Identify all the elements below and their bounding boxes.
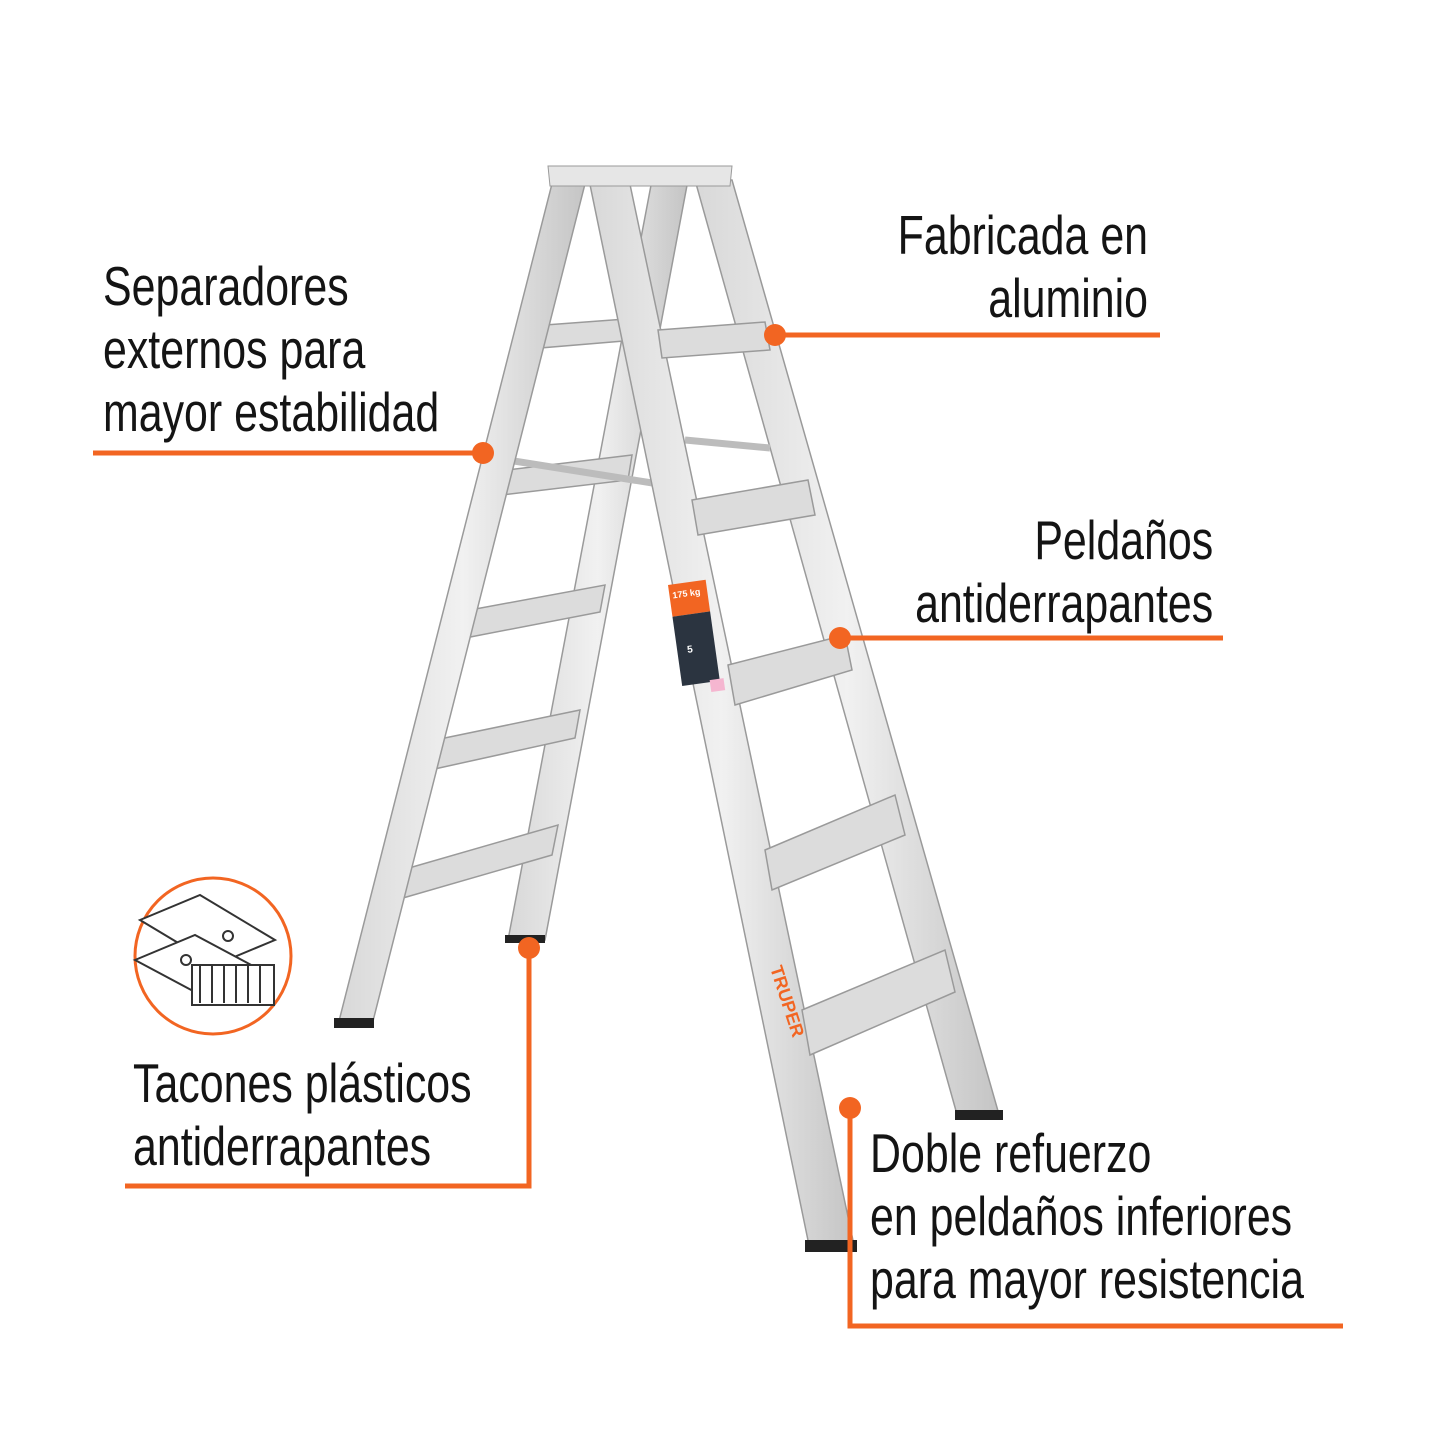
callout-line: antiderrapantes xyxy=(914,572,1213,634)
callout-line: en peldaños inferiores xyxy=(870,1185,1293,1247)
spreader-bar xyxy=(494,454,666,489)
callout-separadores: Separadores externos para mayor estabili… xyxy=(103,255,439,444)
product-label-sticker: 175 kg 5 xyxy=(668,579,726,693)
callout-dots xyxy=(472,324,861,1119)
callout-line: Tacones plásticos xyxy=(133,1052,472,1114)
ladder-steps-right xyxy=(657,321,956,1057)
label-capacity: 175 kg xyxy=(672,587,701,601)
callout-line: antiderrapantes xyxy=(133,1115,432,1177)
callout-line: Peldaños xyxy=(1034,509,1213,571)
callout-line: Fabricada en xyxy=(897,204,1148,266)
callout-line: externos para xyxy=(103,318,366,380)
callout-peldanos: Peldaños antiderrapantes xyxy=(915,509,1213,635)
callout-line: para mayor resistencia xyxy=(870,1248,1304,1310)
label-steps: 5 xyxy=(687,644,694,656)
callout-line: aluminio xyxy=(988,267,1148,329)
callout-refuerzo: Doble refuerzo en peldaños inferiores pa… xyxy=(870,1122,1304,1311)
callout-line: mayor estabilidad xyxy=(103,381,440,443)
callout-line: Doble refuerzo xyxy=(870,1122,1152,1184)
ladder-top-cap xyxy=(547,165,733,187)
callout-tacones: Tacones plásticos antiderrapantes xyxy=(133,1052,472,1178)
callout-lines xyxy=(93,332,1343,1329)
callout-aluminio: Fabricada en aluminio xyxy=(898,204,1148,330)
callout-line: Separadores xyxy=(103,255,349,317)
plastic-foot-detail-icon xyxy=(132,876,293,1036)
spreader-bar xyxy=(684,436,771,452)
